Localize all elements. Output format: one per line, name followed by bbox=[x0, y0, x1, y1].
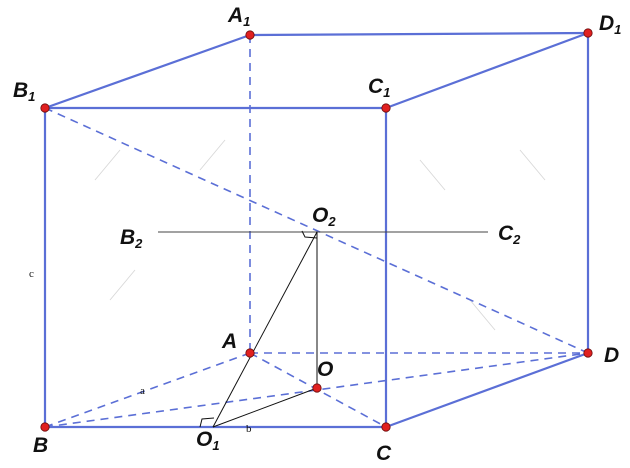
point-a bbox=[245, 348, 255, 358]
point-b1 bbox=[40, 103, 50, 113]
vertex-labels: A1 D1 B1 C1 A D B C bbox=[13, 4, 621, 465]
point-d1 bbox=[583, 28, 593, 38]
point-a1 bbox=[245, 30, 255, 40]
label-b: B bbox=[33, 434, 48, 457]
hidden-edges bbox=[44, 35, 588, 428]
label-o2: O2 bbox=[312, 204, 336, 229]
label-d: D bbox=[604, 344, 619, 367]
auxiliary-labels: O2 B2 C2 O O1 bbox=[120, 204, 521, 453]
point-c bbox=[381, 422, 391, 432]
label-o: O bbox=[317, 358, 333, 381]
label-c2: C2 bbox=[498, 222, 521, 247]
label-d1: D1 bbox=[599, 12, 621, 37]
label-o1: O1 bbox=[196, 428, 220, 453]
edge-a1-b1 bbox=[43, 33, 252, 110]
auxiliary-lines bbox=[158, 230, 488, 428]
label-b1: B1 bbox=[13, 79, 35, 104]
space-diagonal-b1-d bbox=[44, 107, 589, 354]
edge-c-d bbox=[384, 351, 590, 429]
edge-a1-d1 bbox=[248, 31, 590, 37]
point-d bbox=[583, 348, 593, 358]
point-c1 bbox=[381, 103, 391, 113]
base-diagonal-b-d bbox=[44, 352, 589, 428]
point-b bbox=[40, 422, 50, 432]
right-angle-mark-o1 bbox=[199, 417, 215, 428]
visible-edges bbox=[43, 31, 590, 429]
point-o bbox=[312, 383, 322, 393]
label-edge-c: c bbox=[29, 268, 34, 280]
vertex-points bbox=[40, 28, 593, 432]
label-a: A bbox=[221, 330, 237, 353]
label-c: C bbox=[376, 442, 392, 465]
label-b2: B2 bbox=[120, 226, 143, 251]
line-o1-o bbox=[212, 387, 318, 428]
edge-c1-d1 bbox=[384, 31, 590, 110]
edge-length-labels: a b c bbox=[29, 268, 252, 435]
right-angle-mark-o2 bbox=[301, 230, 318, 239]
background-marks bbox=[94, 139, 546, 331]
line-o2-o1 bbox=[212, 231, 318, 428]
label-edge-b: b bbox=[246, 423, 252, 435]
label-c1: C1 bbox=[368, 75, 390, 100]
label-a1: A1 bbox=[227, 4, 250, 29]
label-edge-a: a bbox=[140, 385, 145, 397]
